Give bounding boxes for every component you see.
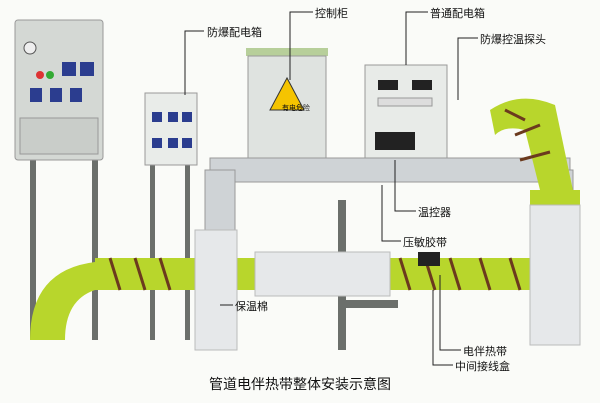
cabinet-warning-sign: 有电危险: [282, 104, 310, 112]
control-cabinet: [246, 48, 328, 159]
upper-pipe: [204, 157, 574, 231]
caption: 管道电伴热带整体安装示意图: [209, 377, 391, 393]
ordinary-distribution-box: [364, 64, 448, 161]
label-control-cabinet: 控制柜: [315, 7, 348, 20]
heating-cable: [108, 108, 551, 291]
label-ordinary-box: 普通配电箱: [430, 7, 485, 20]
label-heating-cable: 电伴热带: [463, 345, 507, 358]
label-thermostat: 温控器: [418, 206, 451, 219]
junction-box: [418, 252, 440, 266]
label-junction-box: 中间接线盒: [455, 360, 510, 373]
label-tape: 压敏胶带: [403, 236, 447, 249]
label-explosion-proof-box: 防爆配电箱: [207, 26, 262, 39]
label-insulation: 保温棉: [235, 300, 268, 313]
explosion-proof-distribution-box: [14, 19, 104, 161]
leader-lines: [184, 11, 478, 366]
insulation-cotton: [194, 204, 581, 351]
explosion-proof-box-small: [144, 92, 198, 166]
label-probe: 防爆控温探头: [480, 33, 546, 46]
